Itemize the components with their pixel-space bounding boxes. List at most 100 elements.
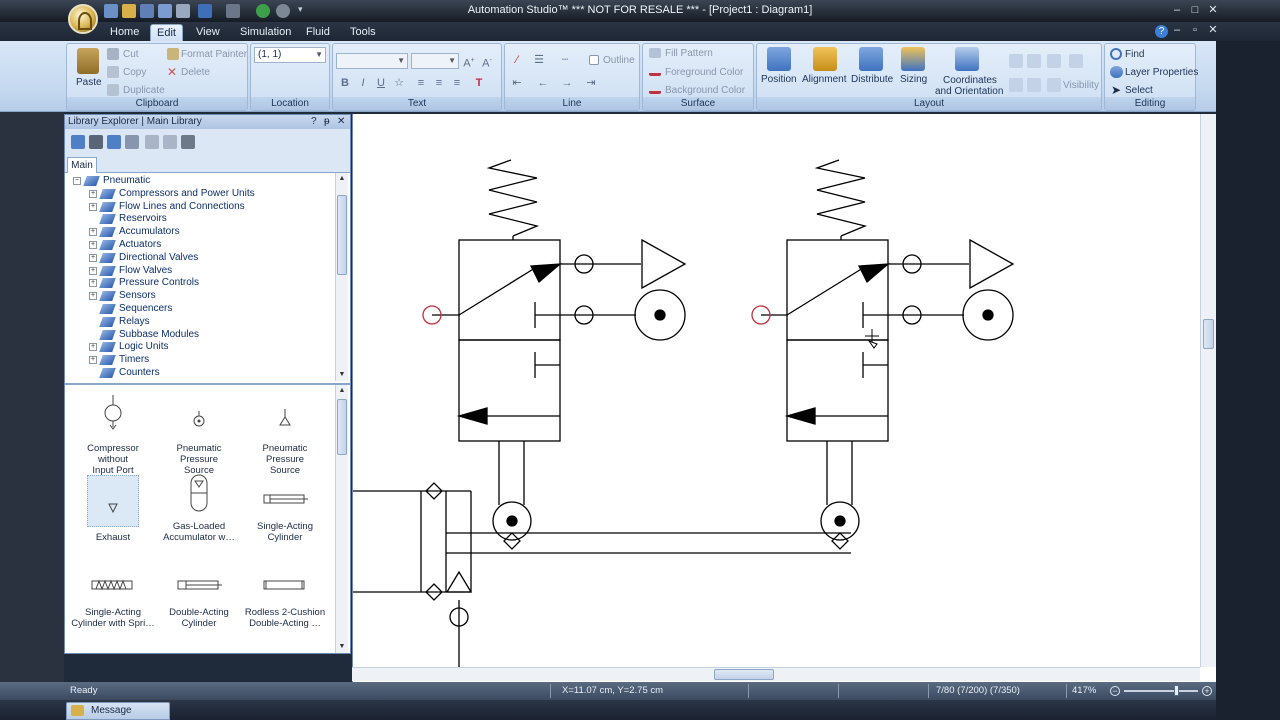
lock-icon[interactable] — [181, 135, 195, 149]
tree-expander-icon[interactable]: + — [89, 266, 97, 275]
line-style-icon[interactable]: ☰ — [534, 54, 544, 66]
tree-expander-icon[interactable]: + — [89, 189, 97, 198]
close-button[interactable]: ✕ — [1208, 4, 1218, 16]
print-icon[interactable] — [176, 4, 190, 18]
grow-font-icon[interactable]: A+ — [463, 57, 475, 70]
palette-item-exhaust-highlight[interactable] — [87, 475, 139, 527]
sizing-button[interactable]: Sizing — [900, 74, 928, 85]
tree-expander-icon[interactable]: + — [89, 228, 97, 237]
bring-front-icon[interactable] — [1009, 54, 1023, 68]
library-tree-icon[interactable] — [145, 135, 159, 149]
scroll-down-icon[interactable]: ▼ — [338, 371, 346, 378]
tree-scroll-thumb[interactable] — [337, 195, 347, 275]
group-icon[interactable] — [1047, 54, 1061, 68]
tab-tools[interactable]: Tools — [350, 26, 376, 38]
library-open-icon[interactable] — [107, 135, 121, 149]
align-left-icon[interactable]: ≡ — [417, 77, 425, 89]
fill-pattern-icon[interactable] — [649, 48, 661, 58]
library-blue-book-icon[interactable] — [71, 135, 85, 149]
run-simulation-icon[interactable] — [256, 4, 270, 18]
paste-button[interactable]: Paste — [76, 77, 102, 88]
copy-button[interactable]: Copy — [123, 67, 147, 78]
stop-simulation-icon[interactable] — [276, 4, 290, 18]
doc-close-button[interactable]: ✕ — [1208, 24, 1218, 36]
foreground-color-icon[interactable] — [649, 66, 661, 76]
coordinates-label-1[interactable]: Coordinates — [943, 75, 997, 86]
zoom-out-icon[interactable]: − — [1110, 686, 1120, 696]
ungroup-icon[interactable] — [1069, 54, 1083, 68]
tree-expander-icon[interactable]: + — [89, 241, 97, 249]
italic-button[interactable]: I — [361, 77, 365, 89]
delete-button[interactable]: Delete — [181, 67, 210, 78]
duplicate-icon[interactable] — [107, 84, 119, 96]
find-button[interactable]: Find — [1125, 49, 1145, 60]
rotate-icon[interactable] — [1009, 78, 1023, 92]
send-back-icon[interactable] — [1027, 54, 1041, 68]
shrink-font-icon[interactable]: A- — [482, 57, 492, 70]
font-family-combo[interactable]: ▼ — [336, 53, 408, 69]
delete-icon[interactable]: ✕ — [167, 65, 178, 79]
scroll-down-icon[interactable]: ▼ — [338, 643, 346, 650]
library-collapse-icon[interactable] — [163, 135, 177, 149]
canvas-vertical-scrollbar[interactable] — [1200, 114, 1216, 667]
line-color-icon[interactable]: ∕ — [516, 54, 518, 66]
application-menu-button[interactable] — [68, 4, 98, 34]
position-button[interactable]: Position — [761, 74, 797, 85]
diagram-canvas[interactable] — [352, 114, 1216, 682]
canvas-hscroll-thumb[interactable] — [714, 669, 774, 680]
alignment-icon[interactable] — [813, 47, 837, 71]
tree-expander-icon[interactable]: + — [89, 202, 97, 211]
coordinates-label-2[interactable]: and Orientation — [935, 86, 1004, 97]
line-dash-icon[interactable]: ┄ — [561, 54, 569, 66]
format-painter-button[interactable]: Format Painter — [181, 49, 248, 60]
palette-item-single-acting-cylinder-spring[interactable]: Single-Acting Cylinder with Spri… — [71, 569, 155, 629]
save-all-icon[interactable] — [158, 4, 172, 18]
tree-expander-icon[interactable]: + — [89, 279, 97, 288]
align-right-icon[interactable]: ≡ — [453, 77, 461, 89]
tab-view[interactable]: View — [196, 26, 220, 38]
save-icon[interactable] — [140, 4, 154, 18]
pin-icon[interactable]: ᵽ — [324, 116, 330, 127]
arrow-left-icon[interactable]: ← — [537, 77, 549, 89]
scroll-up-icon[interactable]: ▲ — [338, 175, 346, 182]
line-start-icon[interactable]: ⇤ — [512, 77, 522, 89]
select-button[interactable]: Select — [1125, 85, 1153, 96]
visibility-icon[interactable] — [1047, 78, 1061, 92]
customize-toolbar-icon[interactable]: ▾ — [298, 4, 303, 14]
port-marker[interactable] — [422, 305, 442, 325]
valve-2[interactable] — [751, 159, 1015, 550]
palette-item-pressure-source-2[interactable]: Pneumatic Pressure Source — [243, 395, 327, 476]
canvas-vscroll-thumb[interactable] — [1203, 319, 1214, 349]
palette-item-accumulator[interactable]: Gas-Loaded Accumulator w… — [157, 473, 241, 543]
pneumatic-diagram[interactable] — [353, 114, 1201, 667]
message-explorer-tab[interactable]: Message Explorer — [66, 702, 170, 720]
location-combo[interactable]: (1, 1)▼ — [254, 47, 326, 63]
tree-expander-icon[interactable]: + — [89, 356, 97, 365]
open-icon[interactable] — [122, 4, 136, 18]
arrow-right-icon[interactable]: → — [561, 77, 573, 89]
help-icon[interactable]: ? — [1155, 25, 1168, 38]
layer-properties-button[interactable]: Layer Properties — [1125, 67, 1199, 78]
foreground-color-button[interactable]: Foreground Color — [665, 67, 744, 78]
redo-icon[interactable] — [226, 4, 240, 18]
new-icon[interactable] — [104, 4, 118, 18]
underline-button[interactable]: U — [377, 77, 385, 89]
outline-checkbox[interactable] — [589, 55, 599, 65]
star-icon[interactable]: ☆ — [394, 77, 404, 89]
cut-button[interactable]: Cut — [123, 49, 139, 60]
cut-icon[interactable] — [107, 48, 119, 60]
canvas-horizontal-scrollbar[interactable] — [352, 667, 1200, 681]
doc-restore-button[interactable]: ▫ — [1193, 24, 1197, 36]
doc-minimize-button[interactable]: – — [1173, 24, 1181, 36]
flip-icon[interactable] — [1027, 78, 1041, 92]
font-size-combo[interactable]: ▼ — [411, 53, 459, 69]
line-end-icon[interactable]: ⇥ — [586, 77, 596, 89]
duplicate-button[interactable]: Duplicate — [123, 85, 165, 96]
palette-item-pressure-source-1[interactable]: Pneumatic Pressure Source — [157, 395, 241, 476]
coordinates-icon[interactable] — [955, 47, 979, 71]
tree-scrollbar[interactable]: ▲ ▼ — [335, 173, 348, 381]
format-painter-icon[interactable] — [167, 48, 179, 60]
palette-scrollbar[interactable]: ▲ ▼ — [335, 385, 348, 653]
cylinder-assembly[interactable] — [353, 482, 851, 667]
library-stack-icon[interactable] — [125, 135, 139, 149]
